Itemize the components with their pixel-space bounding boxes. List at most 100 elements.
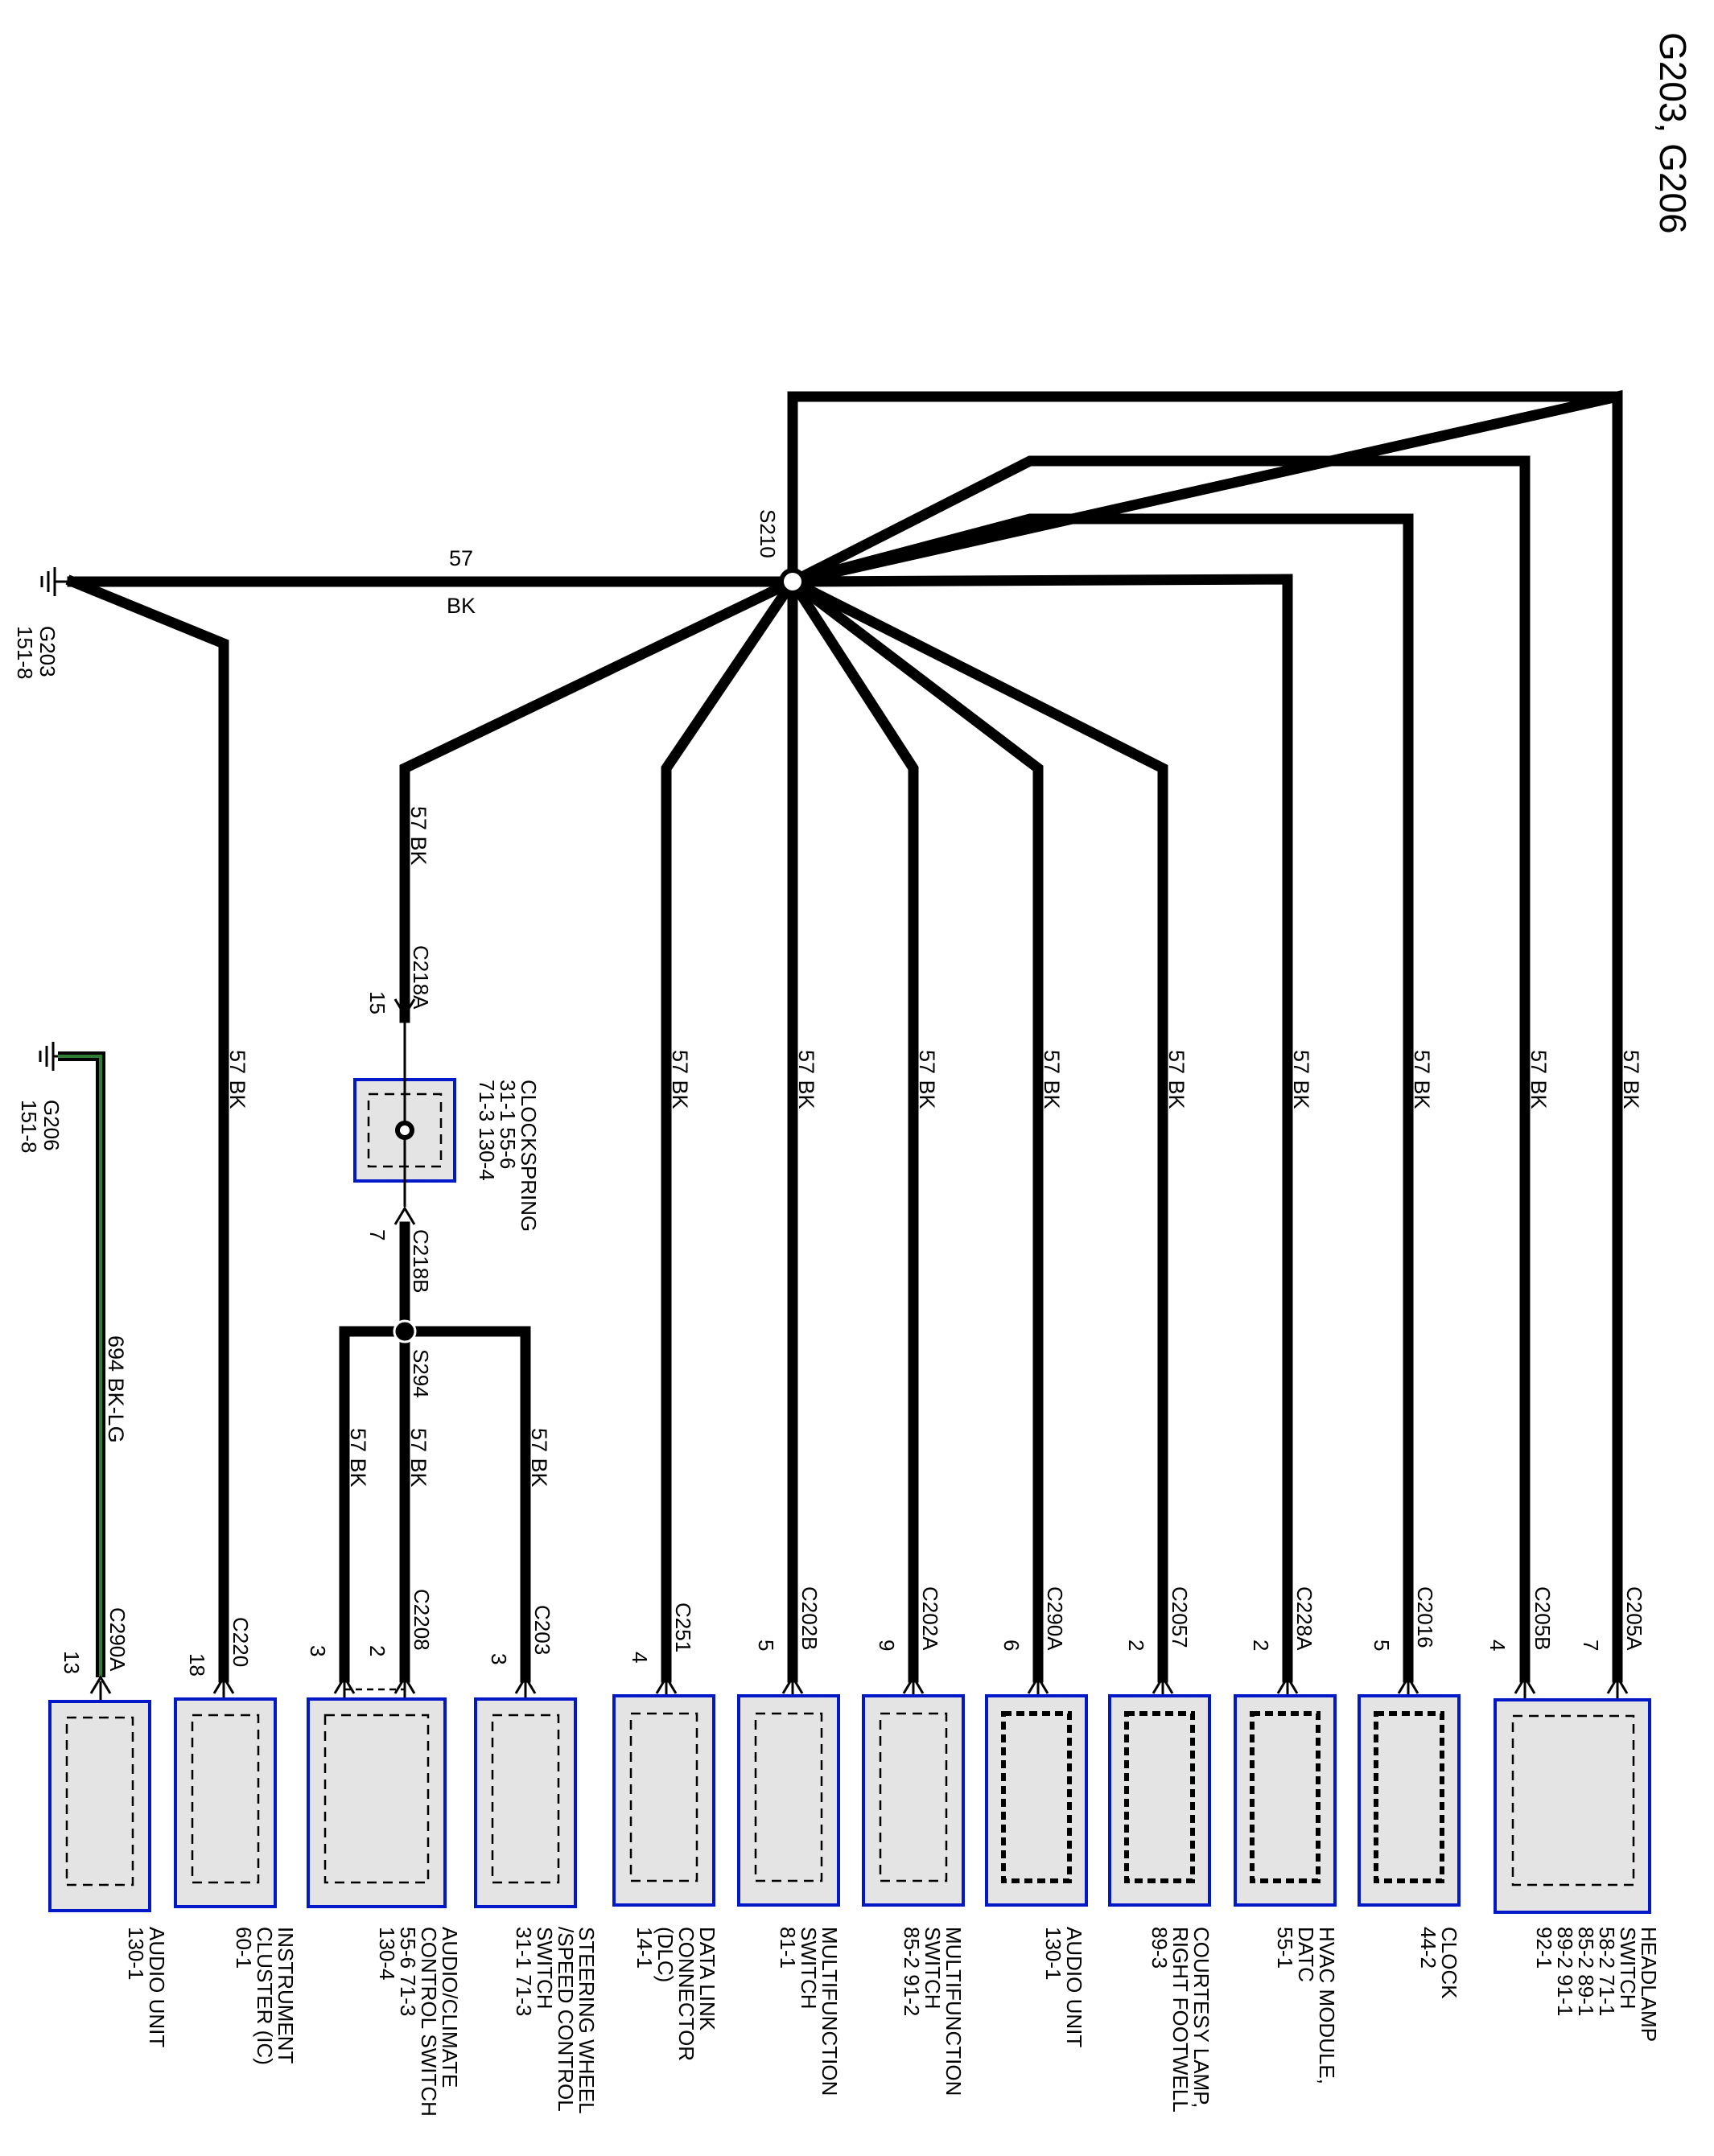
clockspring-ref-1: 31-1 55-6 [496,1080,520,1169]
component-label: 85-2 91-2 [900,1927,924,2016]
wire-label: 57 BK [1619,1050,1643,1109]
component-label: CONNECTOR [674,1927,698,2061]
connector-c205a: C205A [1622,1586,1646,1651]
clockspring-icon [395,1121,414,1140]
wire-label: 57 BK [1527,1050,1551,1109]
component-label: 60-1 [232,1927,256,1969]
component-data-link-connector [612,1675,715,1907]
component-label: AUDIO UNIT [1062,1927,1086,2047]
pin-c2016: 5 [1370,1640,1394,1651]
pin-c203: 3 [487,1653,511,1664]
component-multifunction-switch [737,1675,840,1907]
component-label: STEERING WHEEL [575,1927,599,2114]
connector-c251: C251 [671,1603,695,1652]
component-multifunction-switch [862,1675,965,1907]
wire-label: 57 BK [1289,1050,1313,1109]
main-wire-color: BK [447,594,476,618]
s210-branches [399,389,1623,1683]
pin-c2057: 2 [1124,1640,1148,1651]
connector-c2208: C2208 [410,1589,434,1651]
wire-label: 57 BK [1410,1050,1434,1109]
component-label: SWITCH [797,1927,821,2010]
wire-label: 57 BK [346,1428,370,1487]
component-label: 31-1 71-3 [512,1927,536,2016]
connector-c290a: C290A [1043,1586,1067,1651]
component-label: 92-1 [1532,1927,1556,1969]
s294-branches [339,1221,531,1683]
pin-c205b: 4 [1485,1640,1510,1651]
wire-label: 57 BK [225,1050,249,1109]
pin-c2208: 2 [365,1645,389,1656]
connector-c2057: C2057 [1168,1586,1192,1648]
component-hvac-module [1234,1675,1337,1907]
connector-c202a: C202A [918,1586,942,1651]
component-label: 81-1 [776,1927,800,1969]
component-clock [1358,1675,1461,1907]
s210-top-loop [787,391,1623,587]
pin-c220: 18 [185,1653,209,1677]
pin-c290a-2: 13 [60,1651,84,1674]
wire-label: 57 BK [406,806,431,866]
component-label: 130-1 [1041,1927,1065,1981]
component-label: CLUSTER (IC) [253,1927,277,2065]
component-label: SWITCH [1616,1927,1640,2010]
component-label: 130-1 [124,1927,148,1981]
component-label: /SPEED CONTROL [554,1927,578,2112]
component-label: (DLC) [653,1927,678,1982]
clockspring-ref-2: 71-3 130-4 [475,1080,499,1181]
splice-s210-label: S210 [756,509,780,558]
connector-c290a-2: C290A [105,1607,130,1672]
connector-c2016: C2016 [1413,1586,1437,1648]
component-audio-unit [985,1675,1088,1907]
branch-wire-labels: 57 BK 57 BK 57 BK 57 BK 57 BK 57 BK 57 B… [225,806,1643,1109]
wire-label: 57 BK [406,1428,431,1487]
pin-c202b: 5 [754,1640,778,1651]
splice-s210 [779,568,806,595]
component-label: SWITCH [533,1927,557,2010]
component-label: AUDIO/CLIMATE [438,1927,462,2088]
component-headlamp-switch [1494,1675,1651,1914]
g206-wire-label: 694 BK-LG [104,1335,128,1443]
g206-wire-stripe [58,1055,102,1677]
c218b-pin: 7 [365,1229,389,1241]
connector-c228a: C228A [1292,1586,1316,1651]
component-label: 55-1 [1273,1927,1297,1969]
c218b-connector: C218B [409,1229,433,1294]
component-label: INSTRUMENT [274,1927,298,2064]
component-label: 55-6 71-3 [396,1927,420,2016]
wire-label: 57 BK [668,1050,692,1109]
component-label: 85-2 89-1 [1574,1927,1598,2016]
component-label: DATC [1294,1927,1318,1982]
component-audio-unit [48,1675,151,1912]
clockspring-name: CLOCKSPRING [517,1080,541,1232]
connector-c202b: C202B [797,1586,822,1651]
pin-c202a: 9 [875,1640,899,1651]
connector-c220: C220 [229,1617,253,1667]
ground-icon [40,567,72,596]
component-steering-wheel-switch [474,1675,577,1908]
component-label: MULTIFUNCTION [818,1927,842,2096]
diagram-title: G203, G206 [1652,32,1694,234]
main-wire-circuit: 57 [449,546,473,570]
splice-s294 [393,1319,417,1343]
c218a-connector: C218A [409,945,433,1010]
component-label: DATA LINK [695,1927,719,2031]
component-label: HVAC MODULE, [1315,1927,1339,2084]
wire-label: 57 BK [527,1428,551,1487]
connector-c203: C203 [530,1605,554,1655]
c218a-pin: 15 [365,991,389,1014]
component-audio-climate-control-switch [307,1675,447,1908]
component-instrument-cluster [174,1675,277,1908]
component-label: 58-2 71-1 [1595,1927,1619,2016]
component-label: AUDIO UNIT [145,1927,169,2047]
component-label: SWITCH [921,1927,945,2010]
pin-c228a: 2 [1249,1640,1273,1651]
pin-c2208-b: 3 [306,1645,330,1656]
ground-g206-id: G206 [39,1100,64,1151]
wire-label: 57 BK [794,1050,818,1109]
component-label: 44-2 [1416,1927,1440,1969]
component-label: 89-2 91-1 [1553,1927,1577,2016]
ground-g203-id: G203 [35,626,60,677]
ground-g203-ref: 151-8 [13,626,37,680]
